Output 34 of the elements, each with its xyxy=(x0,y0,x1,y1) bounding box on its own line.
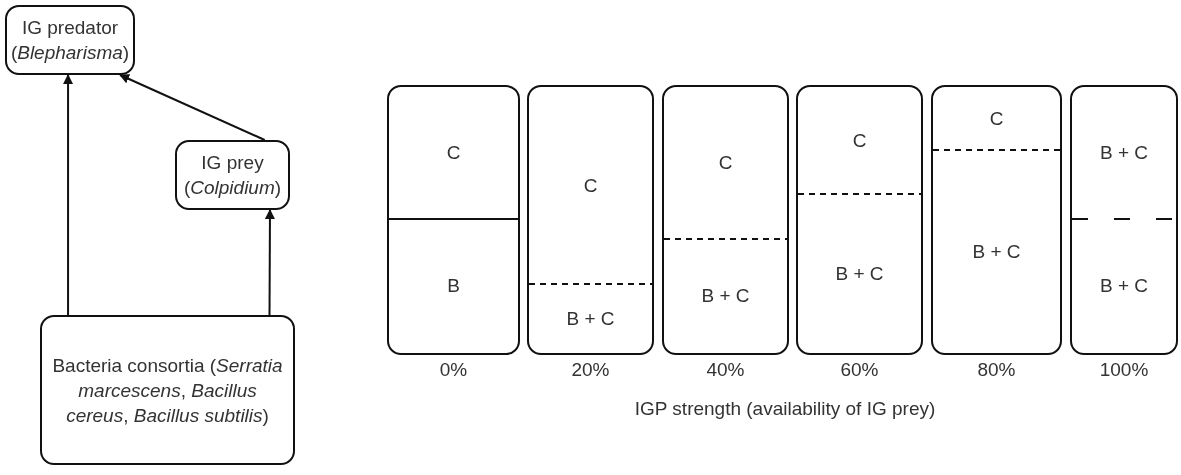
region-label: C xyxy=(988,106,1005,130)
arrow xyxy=(119,74,266,141)
panel-box xyxy=(931,85,1062,355)
organism-box xyxy=(175,140,290,210)
region-label: C xyxy=(851,128,868,152)
arrow xyxy=(63,74,74,316)
organism-label: IG prey (Colpidium) xyxy=(182,151,283,200)
region-label: B + C xyxy=(834,261,885,285)
region-label: C xyxy=(717,151,734,174)
arrow xyxy=(264,209,275,316)
percent-label: 0% xyxy=(439,359,468,381)
region-label: B + C xyxy=(565,306,616,330)
panel-box xyxy=(796,85,923,355)
region-label: B xyxy=(446,274,461,297)
percent-label: 40% xyxy=(706,359,745,381)
percent-label: 100% xyxy=(1099,359,1149,381)
organism-label: IG predator (Blepharisma) xyxy=(9,16,131,65)
region-label: C xyxy=(445,141,462,164)
percent-label: 60% xyxy=(840,359,879,381)
organism-box xyxy=(40,315,295,465)
panel-box xyxy=(1070,85,1178,355)
percent-label: 20% xyxy=(571,359,610,381)
region-label: C xyxy=(582,173,599,197)
region-label: B + C xyxy=(700,284,751,307)
region-label: B + C xyxy=(1098,274,1150,297)
organism-box xyxy=(5,5,135,75)
axis-caption: IGP strength (availability of IG prey) xyxy=(634,398,936,420)
organism-label: Bacteria consortia (Serratia marcescens, Bacillus cereus, Bacillus subtilis) xyxy=(51,353,284,428)
panel-box xyxy=(662,85,789,355)
panel-box xyxy=(387,85,520,355)
panel-box xyxy=(527,85,654,355)
region-label: B + C xyxy=(971,239,1022,263)
region-label: B + C xyxy=(1098,141,1150,164)
percent-label: 80% xyxy=(977,359,1016,381)
